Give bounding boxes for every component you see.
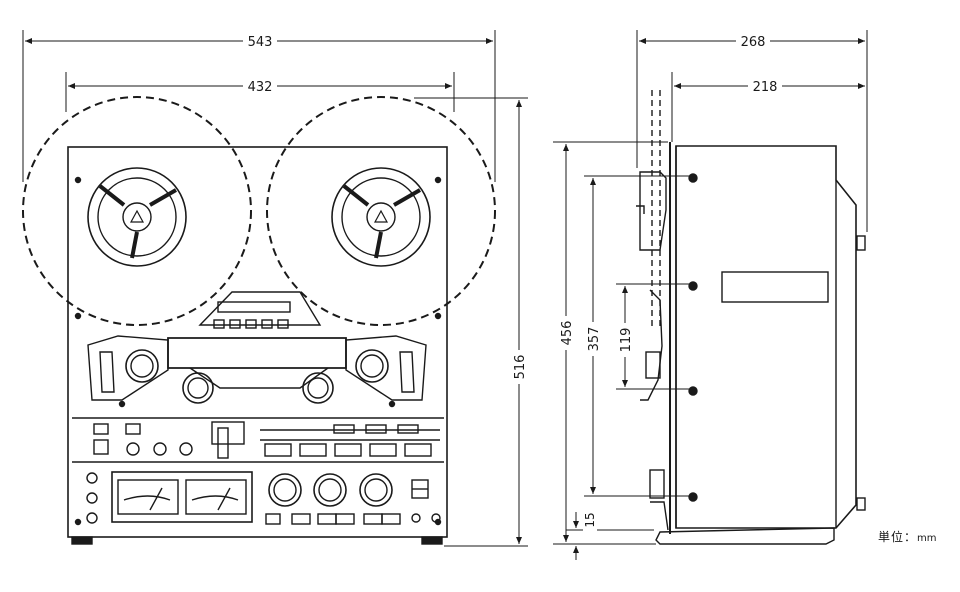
front-panel [67, 146, 448, 538]
unit-label-value: mm [917, 533, 937, 544]
dim-foot-height: 15 [583, 512, 597, 527]
vu-meter-panel [111, 471, 253, 523]
unit-label: 単位：mm [878, 528, 937, 545]
right-reel-hub [331, 167, 431, 267]
side-body [675, 145, 857, 529]
dim-reel-spacing: 432 [248, 80, 273, 95]
side-handle [721, 271, 829, 303]
dim-overall-height: 516 [513, 355, 528, 380]
side-view [636, 90, 866, 545]
front-view [22, 96, 496, 545]
left-reel-hub [87, 167, 187, 267]
dim-panel-height: 456 [560, 321, 575, 346]
side-dimensions [553, 30, 868, 560]
dimension-labels: 543 432 516 268 218 456 357 119 15 [243, 33, 782, 532]
dim-inner-spacing: 119 [619, 328, 634, 353]
dim-overall-depth: 268 [741, 35, 766, 50]
dim-body-depth: 218 [753, 80, 778, 95]
front-dimensions [22, 30, 528, 547]
dim-mount-spacing: 357 [587, 327, 602, 352]
left-reel-outline [22, 96, 252, 326]
right-reel-outline [266, 96, 496, 326]
dim-overall-width: 543 [248, 35, 273, 50]
unit-label-text: 単位： [878, 530, 918, 544]
